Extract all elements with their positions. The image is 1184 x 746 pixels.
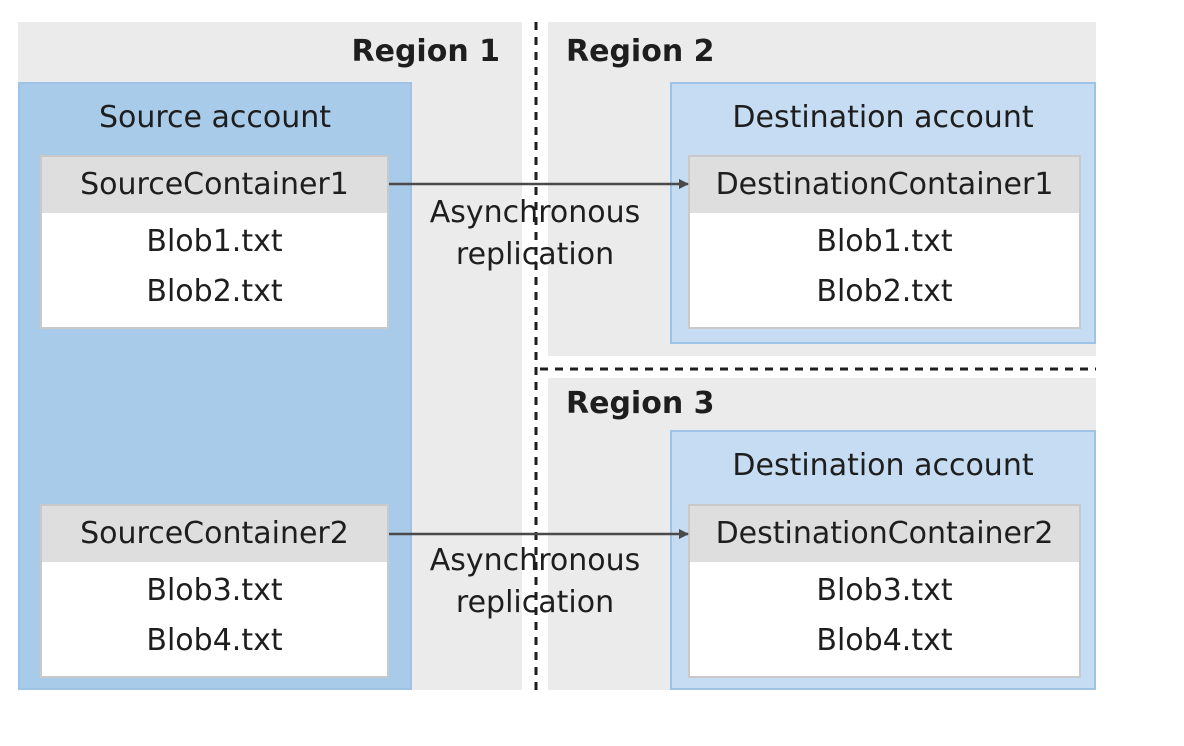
destination-container-1: DestinationContainer1 Blob1.txt Blob2.tx… (688, 155, 1081, 329)
blob-item: Blob2.txt (146, 274, 283, 309)
region-2-title: Region 2 (566, 34, 715, 69)
destination-account-2-title: Destination account (732, 448, 1034, 483)
replication-label-1: Asynchronous replication (405, 192, 665, 276)
source-container-2: SourceContainer2 Blob3.txt Blob4.txt (40, 504, 389, 678)
destination-container-2-title: DestinationContainer2 (690, 506, 1079, 562)
destination-container-2: DestinationContainer2 Blob3.txt Blob4.tx… (688, 504, 1081, 678)
replication-label-line: replication (455, 585, 615, 620)
replication-label-line: Asynchronous (429, 543, 641, 578)
destination-account-1-title: Destination account (732, 100, 1034, 135)
region-1-title: Region 1 (351, 34, 501, 69)
blob-item: Blob1.txt (816, 224, 953, 259)
blob-item: Blob3.txt (146, 573, 283, 608)
source-container-2-title: SourceContainer2 (42, 506, 387, 562)
source-account-title: Source account (98, 100, 332, 135)
blob-item: Blob4.txt (816, 623, 953, 658)
destination-container-1-title: DestinationContainer1 (690, 157, 1079, 213)
blob-item: Blob2.txt (816, 274, 953, 309)
source-container-1: SourceContainer1 Blob1.txt Blob2.txt (40, 155, 389, 329)
source-container-1-title: SourceContainer1 (42, 157, 387, 213)
blob-item: Blob3.txt (816, 573, 953, 608)
region-3-title: Region 3 (566, 386, 715, 421)
replication-label-line: Asynchronous (429, 195, 641, 230)
replication-label-2: Asynchronous replication (405, 540, 665, 624)
blob-item: Blob4.txt (146, 623, 283, 658)
blob-item: Blob1.txt (146, 224, 283, 259)
replication-label-line: replication (455, 237, 615, 272)
